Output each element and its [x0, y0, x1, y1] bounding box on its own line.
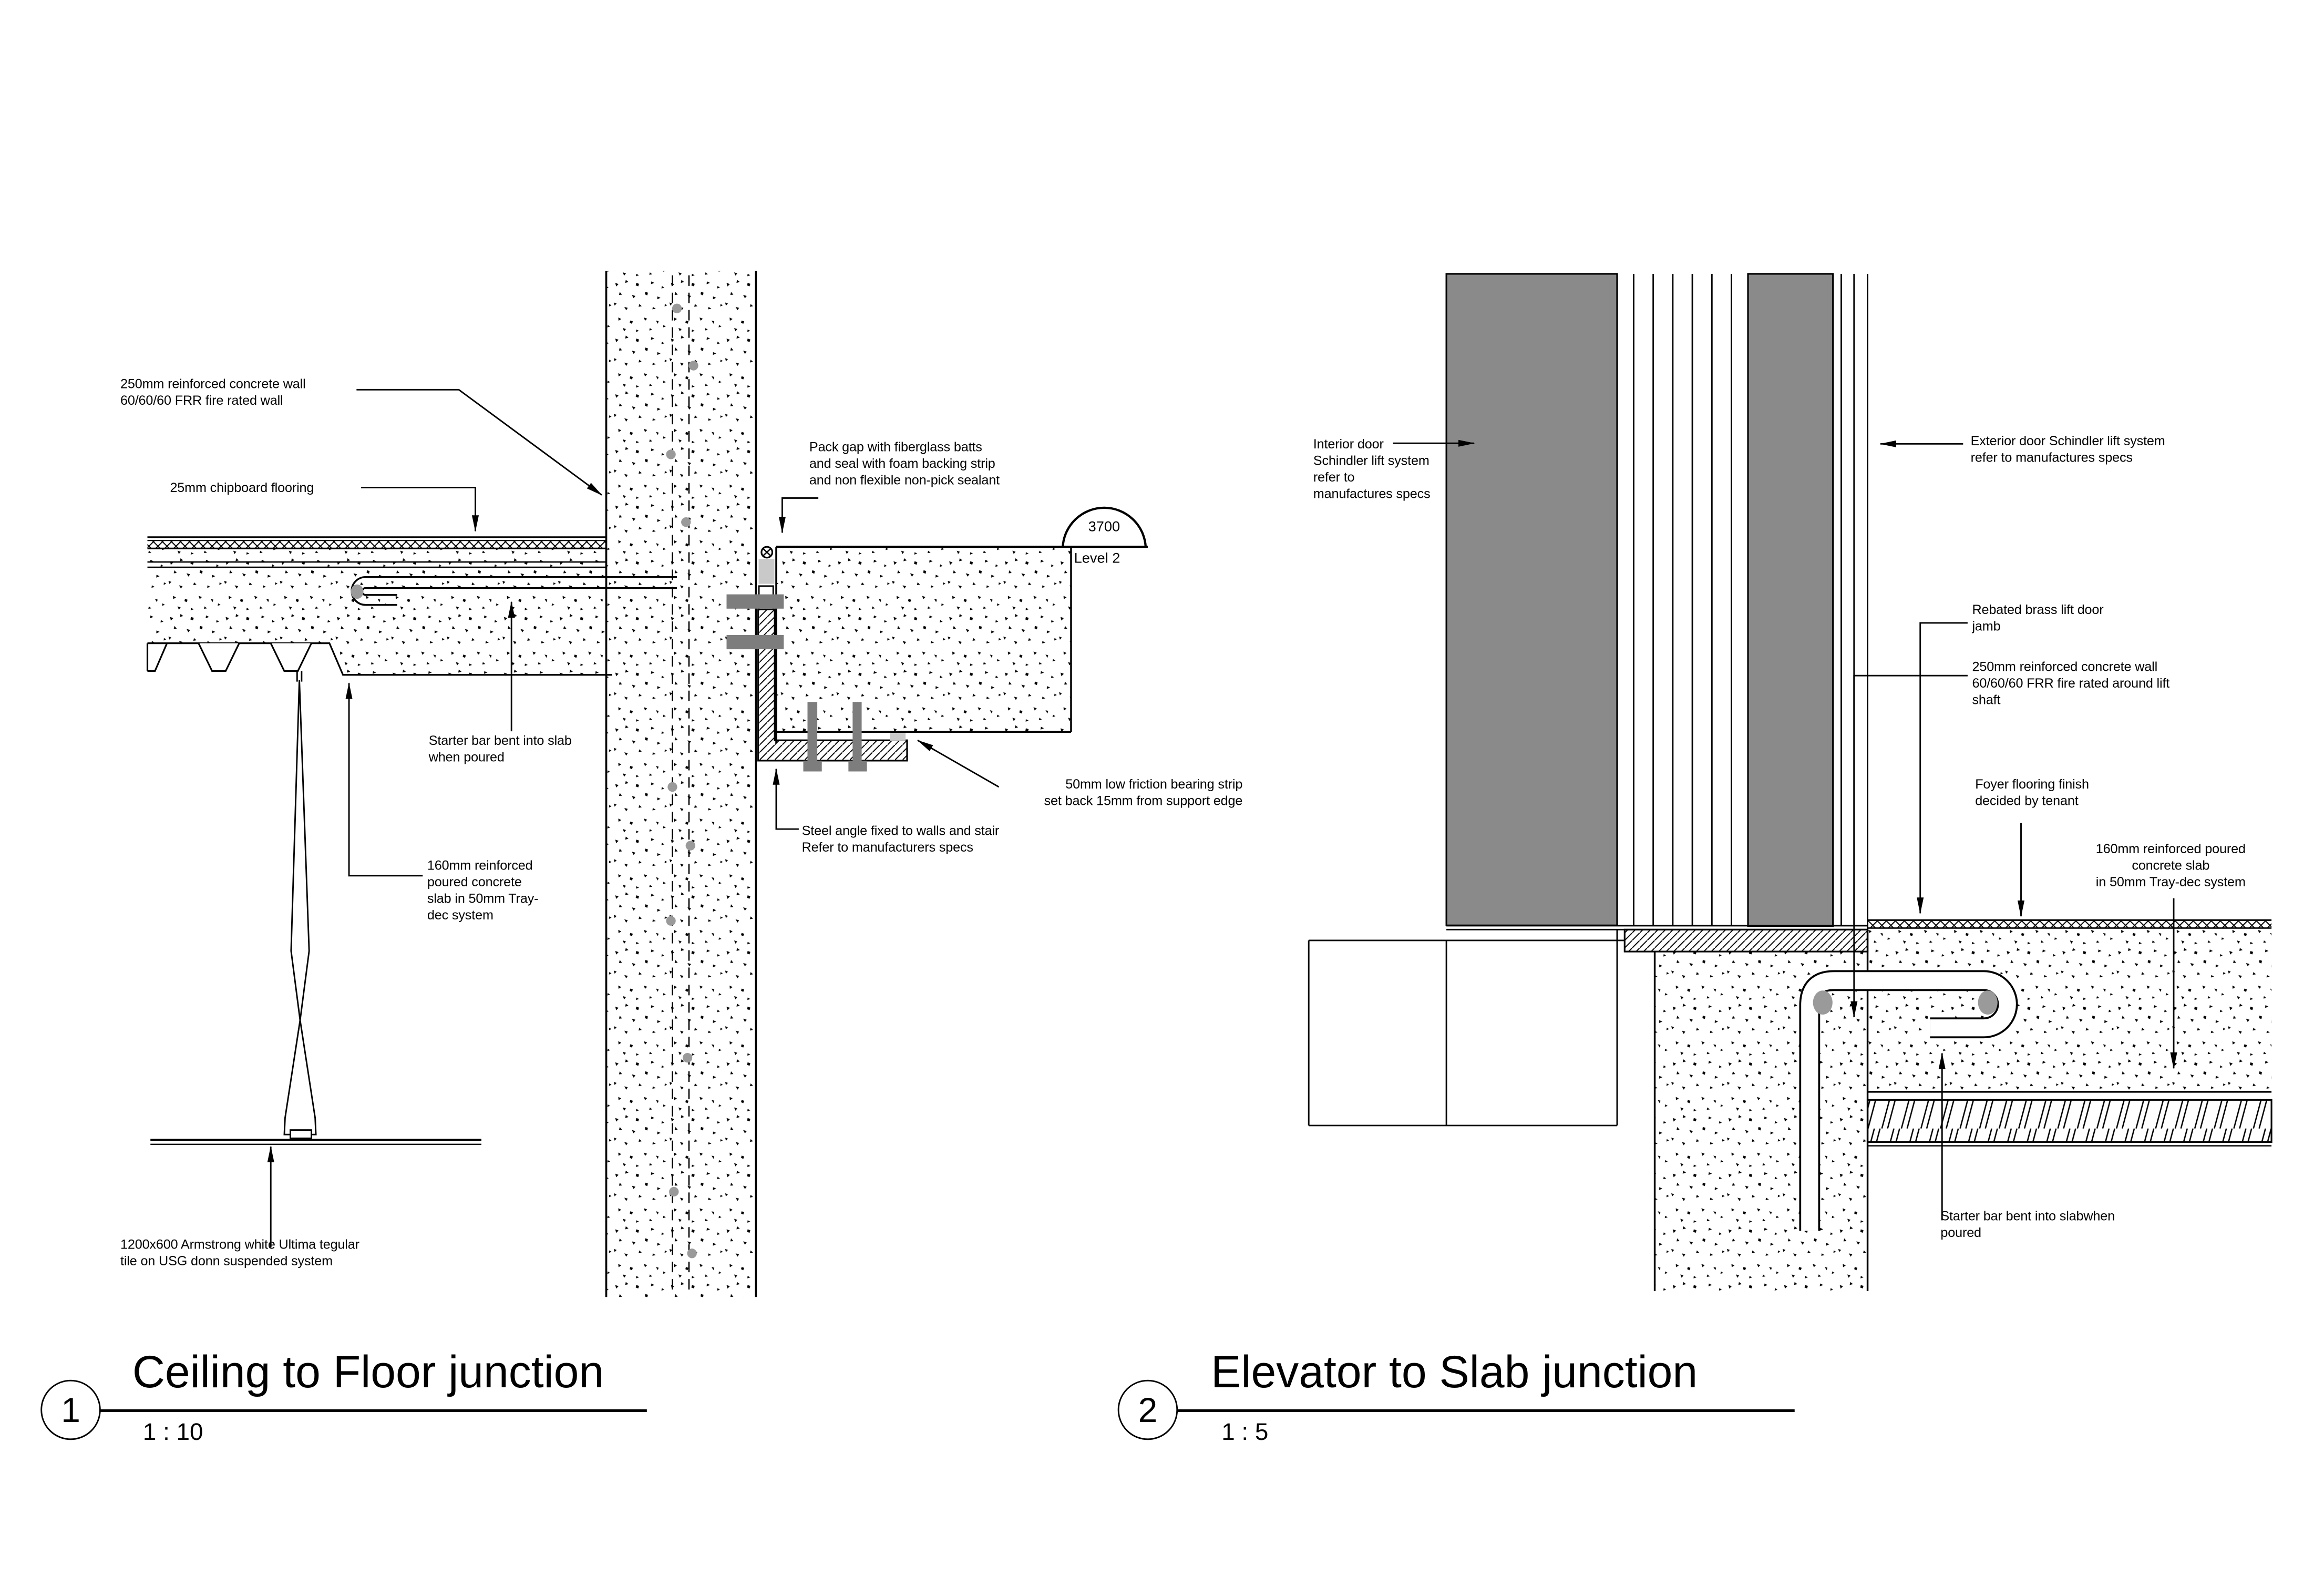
chipboard-layer	[147, 540, 606, 549]
slab-rebar-hook	[1799, 970, 2018, 1231]
detail2-leaders	[1393, 439, 2177, 1221]
label-steel-angle: Steel angle fixed to walls and stair Ref…	[801, 823, 1000, 855]
label-bearing-strip: 50mm low friction bearing strip set back…	[1044, 776, 1243, 809]
foyer-finish-layer	[1867, 920, 2272, 928]
stair-slab-fill	[776, 547, 1071, 732]
detail1-title: Ceiling to Floor junction	[132, 1348, 604, 1398]
anchor-bolt-1	[726, 594, 784, 609]
bearing-strip-pad	[890, 733, 906, 741]
rebar-section-dot	[1978, 990, 1998, 1015]
shaft-outline	[1308, 929, 1625, 1127]
chipboard-lines	[147, 536, 606, 568]
detail1-leaders	[267, 388, 1000, 1247]
interior-lift-door	[1445, 273, 1618, 926]
label-brass-jamb: Rebated brass lift door jamb	[1972, 601, 2104, 634]
label-slab: 160mm reinforced poured concrete slab in…	[427, 857, 539, 923]
anchor-bolt-2	[726, 635, 784, 650]
traydec-profile	[146, 548, 612, 676]
shaft-wall-fill	[1654, 951, 1868, 1291]
label-lobby-slab: 160mm reinforced poured concrete slab in…	[2095, 841, 2246, 889]
label-pack-gap: Pack gap with fiberglass batts and seal …	[809, 439, 1000, 488]
fixing-bolt-1	[807, 702, 818, 766]
door-sill	[1446, 925, 1869, 953]
label-starter-bar-2: Starter bar bent into slabwhen poured	[1940, 1208, 2115, 1240]
detail1-scale: 1 : 10	[142, 1420, 203, 1446]
concrete-wall-fill	[606, 271, 756, 1297]
datum-level: Level 2	[1074, 550, 1120, 568]
exterior-lift-door	[1747, 273, 1834, 927]
label-ceiling-tile: 1200x600 Armstrong white Ultima tegular …	[120, 1236, 359, 1268]
detail2-title: Elevator to Slab junction	[1211, 1348, 1698, 1398]
detail2-number-badge: 2	[1117, 1379, 1178, 1440]
rebar-section-dot	[351, 584, 364, 599]
steel-angle-assembly	[726, 546, 1148, 772]
label-exterior-door: Exterior door Schindler lift system refe…	[1970, 433, 2165, 465]
lobby-slab-lines	[1867, 919, 2272, 1093]
datum-value: 3700	[1088, 519, 1120, 536]
label-shaft-wall: 250mm reinforced concrete wall 60/60/60 …	[1972, 659, 2170, 708]
rebar-section-dot	[1813, 990, 1833, 1015]
detail1-drawing	[99, 271, 1148, 1412]
label-starter-bar: Starter bar bent into slab when poured	[428, 732, 572, 765]
door-track-lines	[1633, 273, 1868, 930]
detail2-scale: 1 : 5	[1221, 1420, 1269, 1446]
wall-aggregate-dots	[666, 303, 698, 1258]
traydec-decking-strip	[1866, 1099, 2272, 1143]
ceiling-hanger	[150, 671, 481, 1145]
fixing-bolt-2	[852, 702, 862, 766]
sill-hatch-strip	[1623, 928, 1869, 953]
label-foyer-finish: Foyer flooring finish decided by tenant	[1975, 776, 2089, 809]
detail1-number-badge: 1	[40, 1379, 101, 1440]
lobby-slab-fill	[1867, 928, 2272, 1092]
label-interior-door: Interior door Schindler lift system refe…	[1313, 436, 1431, 502]
label-chipboard: 25mm chipboard flooring	[170, 480, 314, 495]
foam-backing-strip	[758, 559, 775, 584]
steel-angle-hatch	[757, 608, 908, 762]
detail2-drawing	[1176, 273, 2272, 1412]
label-concrete-wall: 250mm reinforced concrete wall 60/60/60 …	[120, 376, 306, 408]
level-datum-marker	[1062, 506, 1147, 547]
